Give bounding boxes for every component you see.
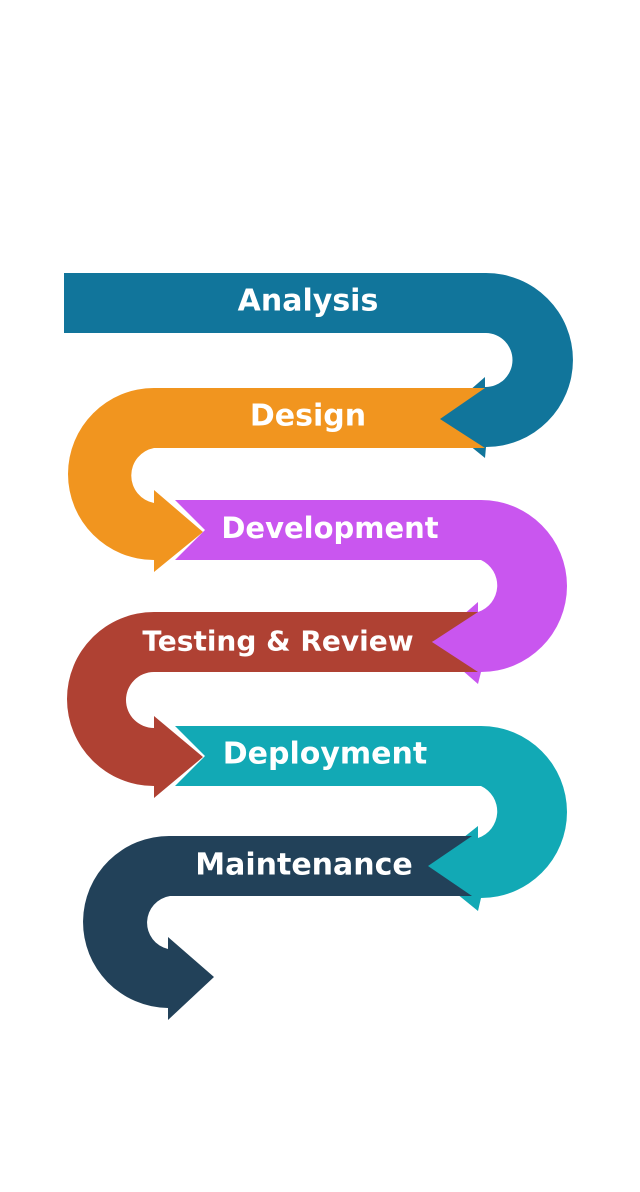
step-maintenance — [83, 835, 472, 1020]
step-deployment-label: Deployment — [223, 737, 427, 772]
step-maintenance-ribbon — [83, 835, 472, 1020]
step-deployment — [175, 726, 567, 911]
step-deployment-ribbon — [175, 726, 567, 911]
step-development — [175, 500, 567, 684]
step-analysis-label: Analysis — [238, 284, 379, 319]
step-design-label: Design — [250, 399, 366, 434]
step-testing-review — [67, 612, 478, 798]
step-maintenance-label: Maintenance — [195, 848, 413, 883]
step-testing-review-label: Testing & Review — [142, 625, 413, 658]
step-design-ribbon — [68, 388, 485, 572]
step-design — [68, 388, 485, 572]
step-development-label: Development — [221, 511, 438, 545]
step-testing-review-ribbon — [67, 612, 478, 798]
step-development-ribbon — [175, 500, 567, 684]
